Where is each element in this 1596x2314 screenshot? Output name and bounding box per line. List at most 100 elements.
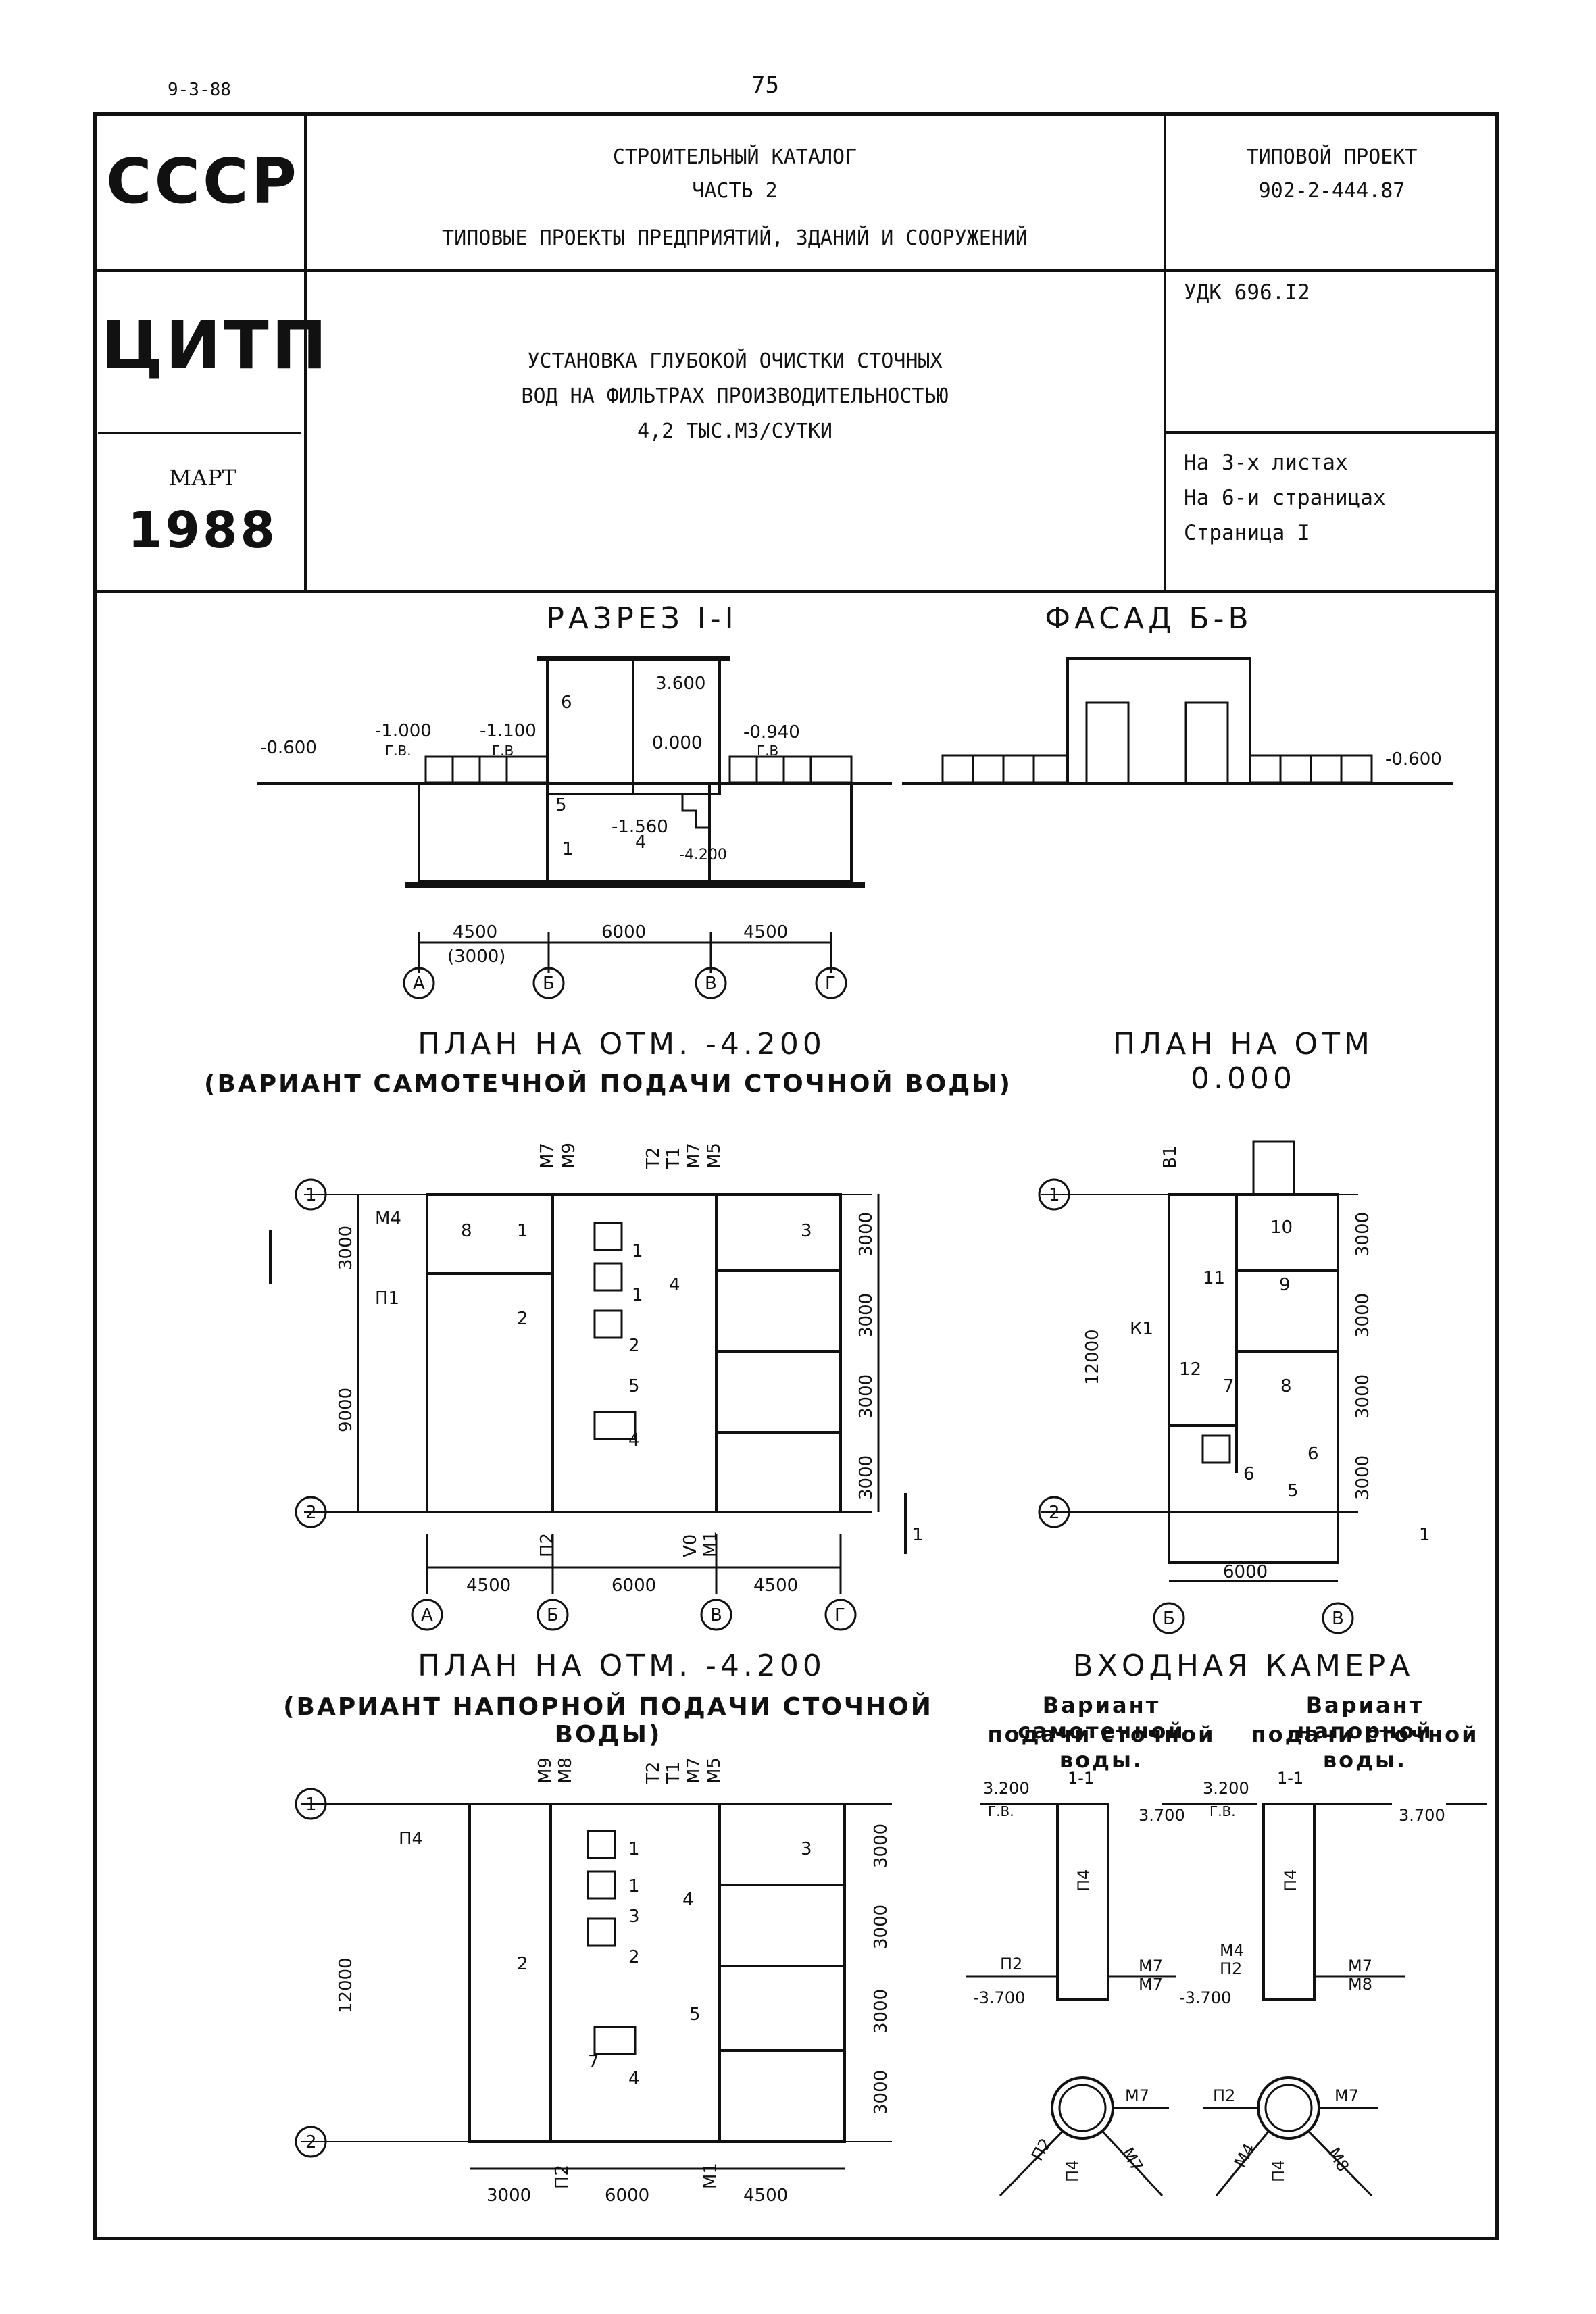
pg-cut: 1 bbox=[912, 1525, 924, 1545]
section-level-1: -0.600 bbox=[260, 738, 317, 758]
ch-plan-a-2: П2 bbox=[1028, 2135, 1055, 2164]
ch-level-b-3: -3.700 bbox=[1179, 1988, 1231, 2007]
pz-dim-r-1: 3000 bbox=[1353, 1212, 1373, 1257]
ch-pipe-a-2: П2 bbox=[1000, 1955, 1022, 1973]
project-number: 902-2-444.87 bbox=[1258, 179, 1405, 203]
pp-side-pipe: П4 bbox=[399, 1829, 423, 1849]
pp-dim-r-2: 3000 bbox=[871, 1905, 891, 1949]
pg-dim-h-3: 4500 bbox=[753, 1576, 798, 1596]
ch-level-a-2: 3.700 bbox=[1139, 1806, 1185, 1825]
plan-pressure-labels: М9 М8 Т2 Т1 М7 М5 П4 П2 М1 12000 3000 60… bbox=[305, 1757, 891, 2206]
pp-dim-v: 12000 bbox=[336, 1957, 356, 2013]
section-labels: -0.600 -1.000 Г.В. -1.100 Г.В -0.940 Г.В… bbox=[260, 674, 836, 994]
ch-pipe-b-5: М8 bbox=[1348, 1975, 1372, 1994]
pg-side-pipe-1: М4 bbox=[375, 1209, 401, 1229]
section-axis-a: А bbox=[413, 974, 425, 994]
pz-room-1: 10 bbox=[1270, 1217, 1293, 1238]
section-axis-g: Г bbox=[825, 974, 836, 994]
pp-item-1: 1 bbox=[628, 1839, 640, 1859]
pp-axis-row-2: 2 bbox=[305, 2132, 317, 2153]
pg-room-1: 8 bbox=[461, 1221, 472, 1241]
org-label: ЦИТП bbox=[101, 307, 330, 384]
year-label: 1988 bbox=[128, 501, 278, 559]
pz-cut: 1 bbox=[1419, 1525, 1430, 1545]
title-divider-2 bbox=[93, 590, 1499, 593]
country-label: СССР bbox=[106, 145, 299, 218]
pp-pipe-1: М9 bbox=[535, 1757, 555, 1784]
sheet-info-3: Страница I bbox=[1184, 521, 1310, 545]
pp-room-1: 2 bbox=[517, 1954, 528, 1974]
section-level-tag-2: Г.В bbox=[492, 743, 514, 759]
pp-item-3: 3 bbox=[628, 1907, 640, 1927]
pz-room-5: 7 bbox=[1223, 1376, 1235, 1397]
page-frame bbox=[93, 112, 1499, 2240]
sheet-info-1: На 3-х листах bbox=[1184, 451, 1348, 475]
pp-dim-r-3: 3000 bbox=[871, 1989, 891, 2034]
month-label: МАРТ bbox=[169, 465, 236, 491]
ch-level-b-2: 3.700 bbox=[1399, 1806, 1445, 1825]
ch-plan-b-1: П2 bbox=[1213, 2086, 1235, 2105]
ch-pipe-a-1: П4 bbox=[1074, 1869, 1093, 1892]
pz-room-3: 9 bbox=[1279, 1275, 1291, 1295]
facade-level: -0.600 bbox=[1385, 749, 1442, 770]
ch-level-tag-a: Г.В. bbox=[988, 1803, 1014, 1819]
section-level-3: -1.100 bbox=[480, 721, 537, 741]
ch-pipe-a-4: М7 bbox=[1139, 1975, 1163, 1994]
facade-title: ФАСАД Б-В bbox=[1045, 601, 1253, 636]
pg-dim-r-3: 3000 bbox=[856, 1374, 876, 1419]
pz-room-7: 6 bbox=[1307, 1444, 1319, 1464]
pg-axis-g: Г bbox=[834, 1605, 845, 1626]
section-item-1: 6 bbox=[561, 693, 572, 713]
subject-line-1: УСТАНОВКА ГЛУБОКОЙ ОЧИСТКИ СТОЧНЫХ bbox=[527, 349, 943, 373]
pp-room-3: 4 bbox=[682, 1890, 694, 1910]
plan-gravity-drawing bbox=[269, 1178, 907, 1631]
ch-level-b-1: 3.200 bbox=[1203, 1779, 1249, 1798]
section-level-4: -0.940 bbox=[743, 722, 800, 743]
pg-room-3: 2 bbox=[517, 1309, 528, 1329]
plan-gravity-labels: М7 М9 Т2 Т1 М7 М5 М4 П1 П2 V0 М1 3000 90… bbox=[305, 1142, 924, 1626]
pz-item: 6 bbox=[1243, 1464, 1255, 1484]
ch-pipe-b-3: П4 bbox=[1281, 1869, 1300, 1892]
plan-gravity-subtitle: (ВАРИАНТ САМОТЕЧНОЙ ПОДАЧИ СТОЧНОЙ ВОДЫ) bbox=[203, 1070, 1013, 1098]
pz-room-4: 12 bbox=[1179, 1359, 1201, 1380]
pp-item-4: 2 bbox=[628, 1947, 640, 1967]
pg-item-1: 1 bbox=[632, 1241, 643, 1261]
plan-pressure-title: ПЛАН НА ОТМ. -4.200 bbox=[418, 1649, 826, 1683]
pp-pipe-4: Т1 bbox=[664, 1762, 684, 1784]
section-drawing bbox=[257, 656, 892, 999]
pg-room-4: 3 bbox=[801, 1221, 812, 1241]
pz-dim-r-4: 3000 bbox=[1353, 1455, 1373, 1500]
section-level-7: -1.560 bbox=[612, 817, 668, 837]
plan-pressure-subtitle: (ВАРИАНТ НАПОРНОЙ ПОДАЧИ СТОЧНОЙ ВОДЫ) bbox=[283, 1693, 933, 1749]
ch-pipe-a-3: М7 bbox=[1139, 1957, 1163, 1976]
pg-pipe-2: М9 bbox=[559, 1142, 579, 1169]
ch-plan-b-3: М4 bbox=[1230, 2140, 1259, 2171]
pg-axis-row-2: 2 bbox=[305, 1503, 317, 1523]
pz-dim-h: 6000 bbox=[1223, 1562, 1268, 1582]
catalog-line-3: ТИПОВЫЕ ПРОЕКТЫ ПРЕДПРИЯТИЙ, ЗДАНИЙ И СО… bbox=[442, 226, 1028, 250]
document-code: 9-3-88 bbox=[168, 80, 231, 100]
pp-dim-h-3: 4500 bbox=[743, 2186, 788, 2206]
chamber-title: ВХОДНАЯ КАМЕРА bbox=[1072, 1649, 1414, 1683]
section-item-4: 4 bbox=[635, 832, 647, 853]
pg-dim-h-1: 4500 bbox=[466, 1576, 511, 1596]
pp-item-5: 5 bbox=[689, 2005, 701, 2025]
pg-dim-h-2: 6000 bbox=[612, 1576, 656, 1596]
ch-plan-a-4: М7 bbox=[1118, 2144, 1147, 2175]
pp-pipe-5: М7 bbox=[684, 1757, 704, 1784]
pz-room-6: 8 bbox=[1280, 1376, 1292, 1397]
pg-axis-b: Б bbox=[547, 1605, 559, 1626]
section-level-8: -4.200 bbox=[679, 847, 727, 863]
pg-axis-v: В bbox=[710, 1605, 722, 1626]
pg-pipe-4: Т1 bbox=[664, 1147, 684, 1169]
ch-pipe-b-4: М7 bbox=[1348, 1957, 1372, 1976]
ch-plan-b-4: П4 bbox=[1269, 2160, 1288, 2182]
section-axis-v: В bbox=[705, 974, 717, 994]
section-dim-3: 4500 bbox=[743, 922, 788, 942]
pg-pipe-5: М7 bbox=[684, 1142, 704, 1169]
plan-zero-drawing bbox=[1038, 1140, 1358, 1634]
pz-dim-v: 12000 bbox=[1082, 1329, 1103, 1385]
pg-pipe-6: М5 bbox=[704, 1142, 724, 1169]
chamber-drawing bbox=[966, 1803, 1487, 2197]
